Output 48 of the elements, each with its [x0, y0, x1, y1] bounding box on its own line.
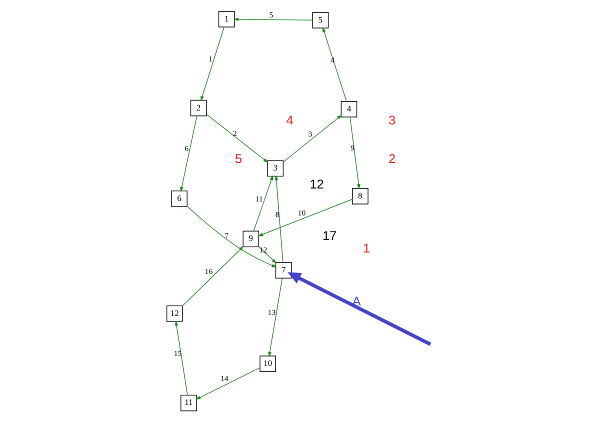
arrow — [195, 367, 260, 400]
node-box: 4 — [340, 101, 357, 118]
edge-label: 2 — [232, 128, 236, 138]
arrow — [233, 18, 312, 22]
edge-label: 3 — [308, 129, 312, 138]
node-box: 8 — [352, 188, 368, 204]
node-box: 1 — [218, 11, 234, 28]
label: 2 — [388, 151, 396, 166]
arrow — [200, 26, 224, 102]
edge-label: 13 — [267, 308, 276, 317]
arrow — [274, 175, 283, 263]
edge-label: 6 — [184, 144, 188, 154]
node-box: 12 — [166, 305, 182, 322]
label: 4 — [286, 112, 293, 128]
node-box: 7 — [274, 262, 292, 278]
node-box: 9 — [242, 230, 259, 248]
label: 17 — [322, 228, 336, 243]
node-box: 11 — [180, 394, 196, 412]
edge-label: 8 — [274, 210, 279, 220]
arrow — [252, 175, 273, 232]
node-box: 6 — [170, 190, 187, 207]
arrow — [182, 246, 244, 306]
arrow — [349, 116, 360, 190]
arrow — [322, 27, 346, 102]
edge-label: 16 — [204, 267, 212, 276]
label: 12 — [309, 176, 324, 192]
arrow — [286, 272, 431, 346]
arrow — [206, 114, 268, 163]
arrow — [174, 320, 188, 396]
edge-label: 1 — [208, 54, 212, 64]
arrow — [180, 116, 197, 192]
node-box: 2 — [190, 100, 206, 116]
edge-label: 7 — [224, 231, 228, 240]
node-box: 5 — [312, 12, 328, 28]
edge-label: 11 — [254, 194, 262, 204]
edge-label: 5 — [268, 10, 273, 20]
arrow — [186, 206, 276, 268]
arrow — [268, 278, 282, 357]
label: 3 — [388, 112, 396, 128]
node-box: 10 — [259, 356, 276, 372]
label: 1 — [362, 240, 370, 256]
edge-label: 14 — [220, 374, 228, 384]
arrow — [257, 198, 352, 236]
arrow — [282, 114, 342, 162]
edge-label: 10 — [297, 208, 306, 218]
edge-label: 9 — [350, 143, 354, 152]
node-box: 3 — [266, 160, 284, 177]
label: 5 — [234, 151, 242, 166]
